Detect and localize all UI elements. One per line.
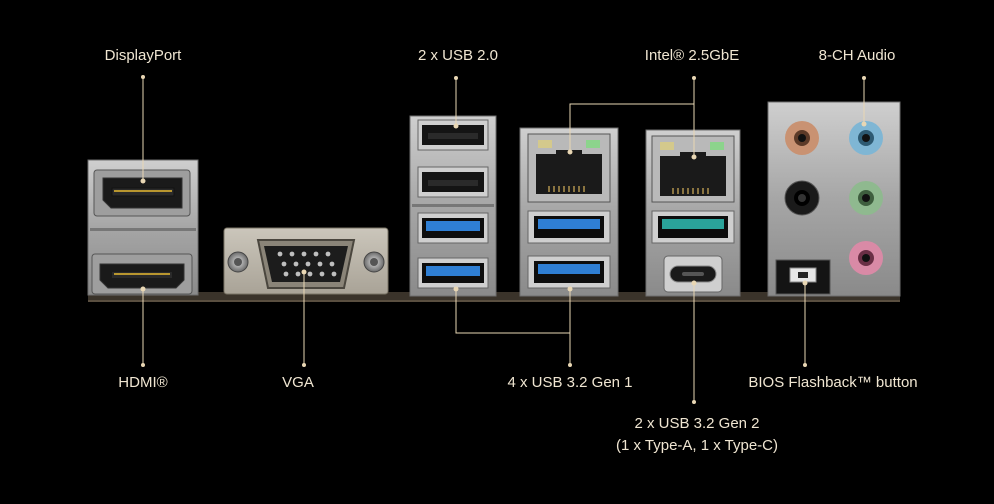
label-usb32g1: 4 x USB 3.2 Gen 1 [507,374,633,391]
label-usb32g2-line2: (1 x Type-A, 1 x Type-C) [615,437,779,454]
usb-a-port [409,115,497,297]
label-usb20: 2 x USB 2.0 [417,47,499,64]
label-bios-flashback: BIOS Flashback™ button [748,374,918,391]
label-hdmi: HDMI® [118,374,168,391]
label-displayport: DisplayPort [104,47,182,64]
bios-flashback-button [775,259,831,295]
pcb-strip [88,292,900,302]
label-vga: VGA [282,374,314,391]
leader-dots [140,75,867,404]
hdmi-port [91,253,193,295]
label-usb32g2-line1: 2 x USB 3.2 Gen 2 [634,415,760,432]
label-lan: Intel® 2.5GbE [644,47,740,64]
vga-port [223,227,389,295]
label-audio: 8-CH Audio [818,47,896,64]
rj45-port [519,127,619,297]
leader-lines [142,77,865,402]
